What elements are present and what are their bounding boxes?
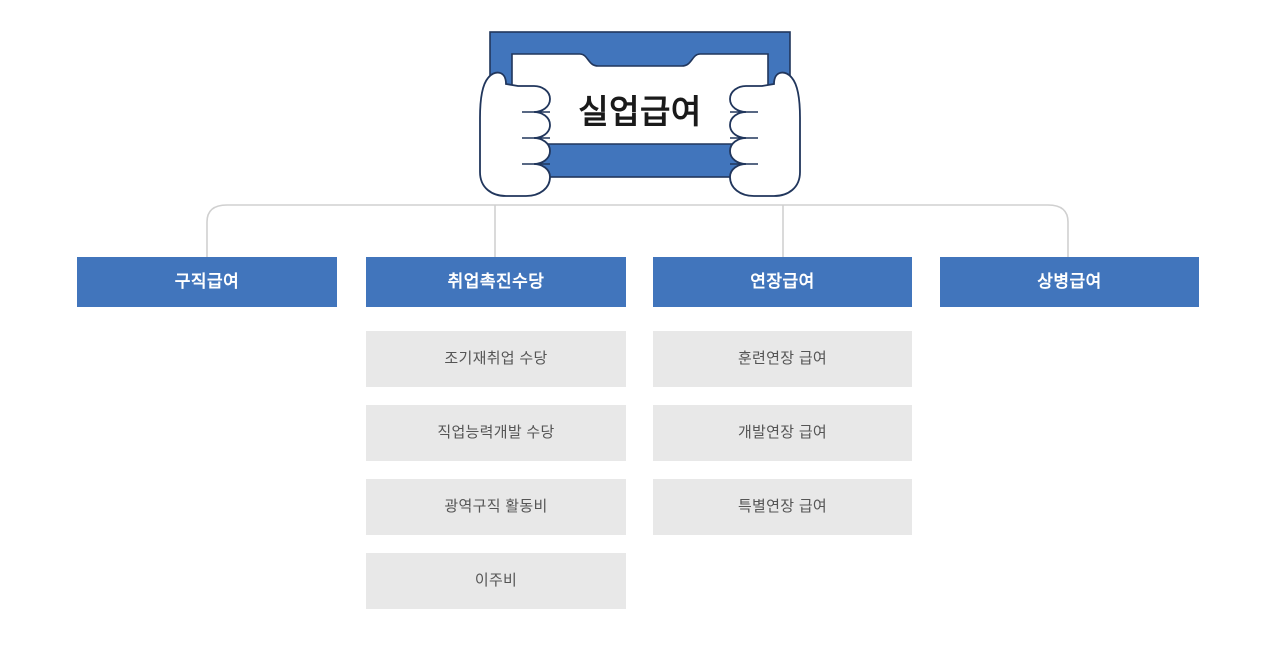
- sub-item[interactable]: 광역구직 활동비: [366, 479, 626, 535]
- sub-item[interactable]: 이주비: [366, 553, 626, 609]
- connector-trunk: [206, 204, 1069, 257]
- column-연장급여: 연장급여 훈련연장 급여 개발연장 급여 특별연장 급여: [653, 257, 912, 535]
- column-header-1[interactable]: 구직급여: [77, 257, 337, 307]
- root-node-실업급여[interactable]: 실업급여: [470, 22, 810, 202]
- column-header-3[interactable]: 연장급여: [653, 257, 912, 307]
- sub-list-2: 조기재취업 수당 직업능력개발 수당 광역구직 활동비 이주비: [366, 331, 626, 609]
- column-취업촉진수당: 취업촉진수당 조기재취업 수당 직업능력개발 수당 광역구직 활동비 이주비: [366, 257, 626, 609]
- sub-item[interactable]: 특별연장 급여: [653, 479, 912, 535]
- sub-item[interactable]: 훈련연장 급여: [653, 331, 912, 387]
- hands-holding-sign-icon: [479, 31, 801, 197]
- column-상병급여: 상병급여: [940, 257, 1199, 331]
- sub-item[interactable]: 조기재취업 수당: [366, 331, 626, 387]
- column-header-4[interactable]: 상병급여: [940, 257, 1199, 307]
- column-구직급여: 구직급여: [77, 257, 337, 331]
- sub-item[interactable]: 개발연장 급여: [653, 405, 912, 461]
- column-header-2[interactable]: 취업촉진수당: [366, 257, 626, 307]
- sub-item[interactable]: 직업능력개발 수당: [366, 405, 626, 461]
- sub-list-3: 훈련연장 급여 개발연장 급여 특별연장 급여: [653, 331, 912, 535]
